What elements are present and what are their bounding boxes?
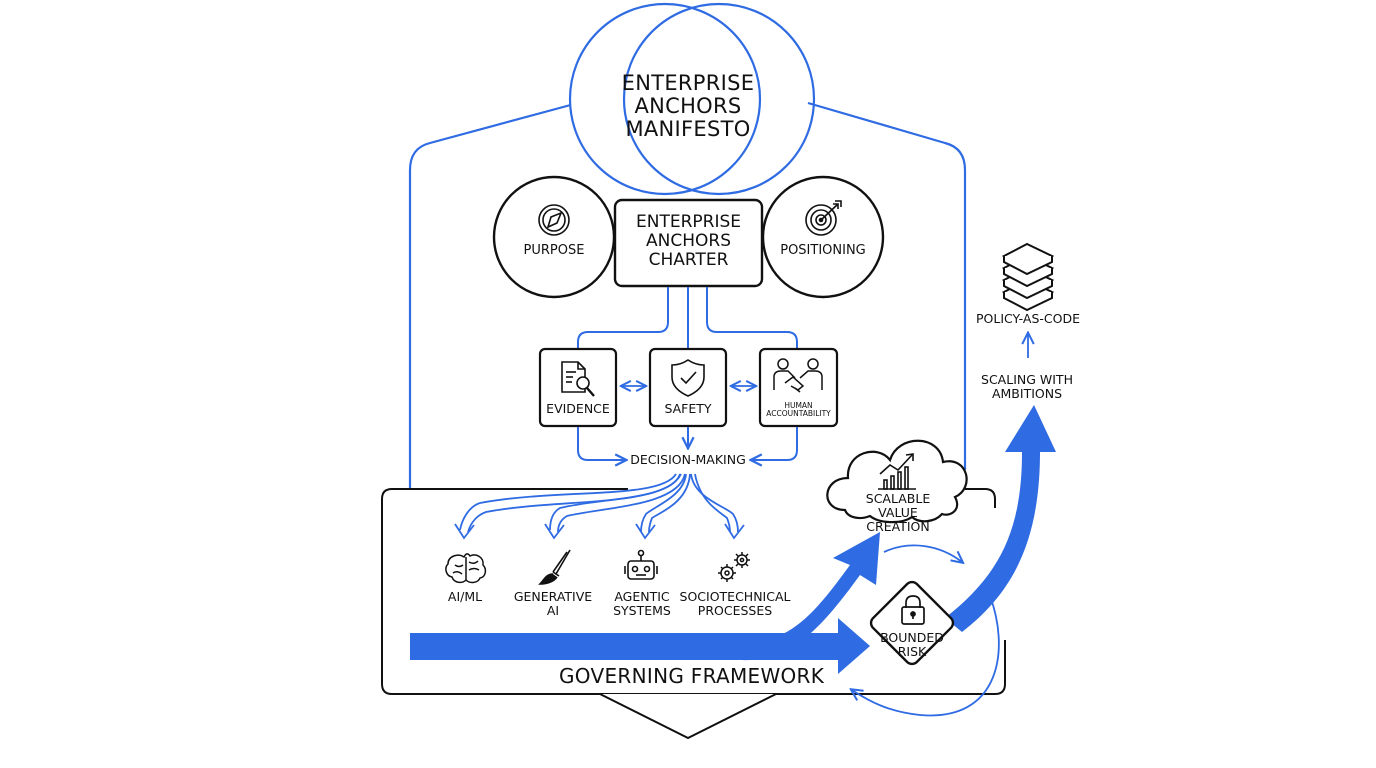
connector-evidence-decision (577, 427, 625, 460)
layers-stack-icon (1001, 242, 1055, 312)
safety-box (648, 347, 728, 428)
scaling-label: SCALING WITH AMBITIONS (981, 372, 1073, 401)
document-search-icon (561, 361, 595, 397)
fanout-arrows (459, 473, 739, 533)
governing-framework-box-right (965, 488, 996, 508)
shield-check-icon (671, 359, 705, 397)
fanout-arrowheads (454, 523, 745, 540)
outer-frame (408, 101, 579, 488)
governing-framework-label: GOVERNING FRAMEWORK (559, 664, 825, 688)
manifesto-circle-right (622, 2, 816, 196)
brain-icon (445, 553, 487, 584)
manifesto-label: ENTERPRISE ANCHORS MANIFESTO (621, 71, 755, 142)
positioning-label: POSITIONING (780, 243, 866, 258)
evidence-label: EVIDENCE (546, 401, 610, 416)
value-flow-arrow (742, 532, 880, 661)
outer-frame-right (807, 101, 967, 470)
human-accountability-label: HUMAN ACCOUNTABILITY (766, 401, 831, 418)
scaling-flow-arrow (945, 405, 1056, 632)
gears-icon (718, 552, 750, 582)
handshake-icon (773, 358, 823, 393)
positioning-circle (761, 175, 885, 299)
arrow-risk-loop (852, 595, 1000, 717)
paintbrush-icon (538, 549, 571, 585)
domain-label-sociotechnical-processes: SOCIOTECHNICAL PROCESSES (679, 589, 791, 618)
compass-icon (538, 204, 570, 236)
purpose-label: PURPOSE (523, 243, 585, 258)
manifesto-circle-left (568, 2, 762, 196)
connector-human-decision (752, 427, 798, 460)
charter-label: ENTERPRISE ANCHORS CHARTER (635, 212, 741, 271)
value-creation-label: SCALABLE VALUE CREATION (865, 491, 931, 534)
arrow-value-to-risk (883, 544, 962, 562)
bounded-risk-diamond (869, 580, 955, 666)
bounded-risk-label: BOUNDED RISK (880, 630, 944, 659)
connector-charter-human (706, 287, 798, 350)
connector-charter-evidence (577, 287, 669, 350)
cloud-growth-icon (878, 453, 916, 490)
target-icon (805, 200, 842, 236)
governing-framework-box (381, 488, 1006, 695)
safety-label: SAFETY (664, 401, 712, 416)
robot-icon (624, 549, 658, 580)
decision-making-label: DECISION-MAKING (630, 452, 746, 467)
value-cloud-shape (826, 439, 968, 524)
policy-label: POLICY-AS-CODE (975, 311, 1080, 326)
domain-label-generative-ai: GENERATIVE AI (513, 589, 593, 618)
shield-bottom (599, 693, 777, 740)
main-flow-arrow (410, 618, 870, 674)
padlock-icon (901, 595, 925, 625)
domain-label-agentic-systems: AGENTIC SYSTEMS (613, 589, 671, 618)
purpose-circle (492, 175, 616, 299)
domain-label-ai-ml: AI/ML (447, 589, 483, 604)
charter-box (613, 198, 764, 288)
